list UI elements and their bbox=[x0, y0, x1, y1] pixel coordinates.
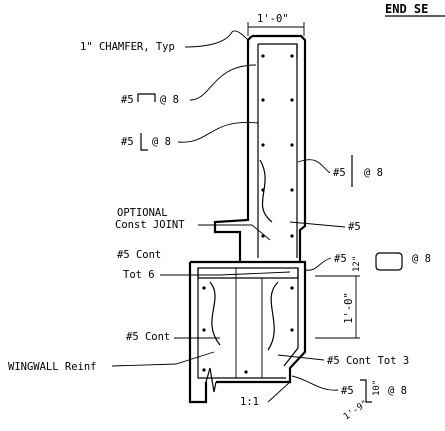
label-cont-tot3: #5 Cont Tot 3 bbox=[327, 355, 409, 367]
break-line bbox=[205, 367, 217, 393]
label-cont-mid: #5 Cont bbox=[126, 331, 170, 343]
label-bottom-bar-num: #5 bbox=[341, 385, 354, 397]
curve-bar bbox=[209, 281, 221, 346]
wall-outline-left bbox=[213, 35, 253, 262]
label-chamfer: 1" CHAMFER, Typ bbox=[80, 41, 175, 53]
hook-bar-symbol bbox=[137, 93, 156, 102]
rebar-dot bbox=[244, 370, 248, 374]
rebar-dot bbox=[202, 328, 206, 332]
wall-outline-right bbox=[252, 34, 307, 262]
rebar-dot bbox=[261, 143, 265, 147]
curve-bar bbox=[259, 159, 273, 223]
rebar-dot bbox=[290, 188, 294, 192]
leader-vert-left bbox=[177, 121, 259, 143]
label-vert-left-spacing: @ 8 bbox=[152, 136, 171, 148]
rebar-dot bbox=[261, 54, 265, 58]
label-bar-5: #5 bbox=[348, 221, 361, 233]
leader-stirrup bbox=[304, 257, 332, 271]
rebar-dot bbox=[290, 234, 294, 238]
rebar-dot bbox=[202, 286, 206, 290]
label-vert-right-spacing: @ 8 bbox=[364, 167, 383, 179]
leader-bar-5 bbox=[289, 221, 346, 228]
label-hook-bar-num: #5 bbox=[121, 94, 134, 106]
label-optional-2: Const JOINT bbox=[115, 219, 185, 231]
rebar-dot bbox=[202, 368, 206, 372]
footing-bar-left bbox=[197, 268, 286, 379]
label-hook-bar-spacing: @ 8 bbox=[160, 94, 179, 106]
leader-chamfer bbox=[184, 30, 249, 48]
dim-wall-width: 1'-0" bbox=[257, 13, 289, 25]
leader-bottom-bar bbox=[291, 375, 339, 391]
leader-cont-tot3 bbox=[277, 354, 325, 361]
dim-bend-10: 10" bbox=[372, 380, 382, 396]
label-stirrup-spacing: @ 8 bbox=[412, 253, 431, 265]
leader-const-joint bbox=[198, 224, 271, 241]
rebar-dot bbox=[290, 54, 294, 58]
leader-cont-top bbox=[160, 271, 291, 276]
leader-vert-right bbox=[297, 159, 331, 174]
label-bottom-bar-spacing: @ 8 bbox=[388, 385, 407, 397]
footing-bar-right bbox=[283, 268, 299, 367]
curve-bar bbox=[267, 281, 279, 351]
leader-slope bbox=[267, 381, 291, 403]
footing-outline-left bbox=[188, 262, 208, 404]
rebar-dot bbox=[290, 286, 294, 290]
stirrup-top bbox=[197, 267, 299, 279]
dim-footing-depth: 1'-0" bbox=[343, 292, 355, 324]
rebar-dot bbox=[290, 143, 294, 147]
vert-bar-symbol-left bbox=[140, 133, 148, 151]
dim-bend-9: 1'-9" bbox=[342, 399, 370, 423]
label-vert-right-num: #5 bbox=[333, 167, 346, 179]
label-wingwall: WINGWALL Reinf bbox=[8, 361, 97, 373]
bottom-bar-symbol bbox=[360, 379, 372, 403]
drawing-title: END SE bbox=[385, 2, 428, 16]
footing-outline bbox=[190, 260, 307, 384]
label-vert-left-num: #5 bbox=[121, 136, 134, 148]
rebar-dot bbox=[290, 328, 294, 332]
label-optional-1: OPTIONAL bbox=[117, 207, 168, 219]
label-cont-top-1: #5 Cont bbox=[117, 249, 161, 261]
label-slope: 1:1 bbox=[240, 396, 259, 408]
label-stirrup-num: #5 bbox=[334, 253, 347, 265]
rebar-dot bbox=[261, 98, 265, 102]
leader-wingwall bbox=[111, 351, 215, 367]
leader-hook-bar bbox=[189, 64, 257, 101]
label-cont-top-2: Tot 6 bbox=[123, 269, 155, 281]
rebar-dot bbox=[290, 98, 294, 102]
stirrup-symbol bbox=[375, 252, 403, 271]
dim-bend-12: 12" bbox=[352, 256, 362, 272]
